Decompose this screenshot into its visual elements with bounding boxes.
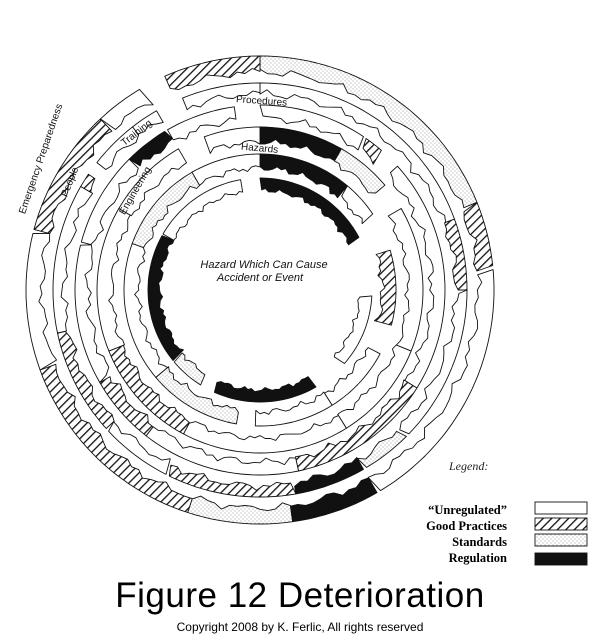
legend-label-regulation: Regulation bbox=[449, 551, 507, 565]
legend-label-unregulated: “Unregulated” bbox=[428, 503, 507, 517]
legend-label-good-practices: Good Practices bbox=[426, 519, 507, 533]
legend-title: Legend: bbox=[448, 459, 488, 473]
barrier-segment-good-practices bbox=[164, 55, 261, 90]
barrier-segment-unregulated bbox=[341, 185, 374, 225]
barrier-segment-standards bbox=[333, 148, 386, 194]
barrier-segment-unregulated bbox=[52, 186, 94, 334]
barrier-segment-good-practices bbox=[362, 138, 382, 165]
barrier-segment-unregulated bbox=[167, 106, 237, 141]
barrier-segment-unregulated bbox=[337, 344, 412, 429]
barrier-segment-regulation bbox=[259, 177, 360, 246]
barrier-segment-unregulated bbox=[399, 289, 468, 435]
ring-procedures bbox=[96, 126, 424, 454]
barrier-segment-unregulated bbox=[96, 126, 140, 170]
barrier-segment-regulation bbox=[294, 457, 364, 495]
figure-caption: Figure 12 Deterioration bbox=[115, 576, 485, 615]
barrier-segment-unregulated bbox=[333, 295, 373, 364]
center-text-line-1: Hazard Which Can Cause bbox=[200, 259, 327, 271]
barrier-segment-good-practices bbox=[463, 201, 494, 272]
ring-emergency bbox=[25, 55, 495, 525]
barrier-segment-unregulated bbox=[259, 104, 364, 151]
barrier-segment-standards bbox=[155, 366, 239, 425]
legend: Legend: “Unregulated” Good Practices Sta… bbox=[426, 459, 588, 566]
ring-hazards bbox=[147, 177, 373, 403]
legend-swatch-regulation bbox=[534, 552, 588, 566]
barrier-segment-good-practices bbox=[80, 173, 96, 193]
barrier-segment-standards bbox=[187, 495, 294, 525]
barrier-segment-unregulated bbox=[25, 232, 58, 371]
barrier-segment-good-practices bbox=[39, 363, 193, 513]
hazards-label: Hazards bbox=[241, 142, 279, 156]
barrier-segment-unregulated bbox=[99, 88, 154, 130]
copyright-notice: Copyright 2008 by K. Ferlic, All rights … bbox=[176, 620, 424, 634]
barrier-segment-good-practices bbox=[373, 249, 397, 326]
barrier-segment-unregulated bbox=[203, 126, 261, 154]
legend-swatch-unregulated bbox=[534, 501, 588, 515]
barrier-segment-good-practices bbox=[294, 379, 418, 472]
barrier-segment-unregulated bbox=[182, 82, 261, 111]
barrier-segment-unregulated bbox=[74, 244, 110, 383]
deterioration-diagram: Hazards Procedures Engineering Training … bbox=[17, 55, 588, 566]
legend-swatch-standards bbox=[534, 533, 588, 547]
barrier-segment-unregulated bbox=[191, 153, 261, 186]
legend-label-standards: Standards bbox=[452, 535, 507, 549]
procedures-label: Procedures bbox=[236, 94, 288, 109]
barrier-segment-unregulated bbox=[118, 148, 188, 217]
barrier-segment-good-practices bbox=[444, 218, 468, 291]
legend-swatch-good-practices bbox=[534, 517, 588, 531]
barrier-segment-unregulated bbox=[162, 179, 244, 241]
center-text-line-2: Accident or Event bbox=[216, 272, 304, 284]
ring-people bbox=[52, 82, 468, 498]
barrier-segment-good-practices bbox=[33, 118, 113, 235]
barrier-segment-standards bbox=[173, 352, 206, 386]
barrier-segment-unregulated bbox=[367, 269, 495, 492]
barrier-segment-unregulated bbox=[80, 158, 139, 246]
barrier-segment-unregulated bbox=[132, 110, 164, 135]
barrier-segment-regulation bbox=[259, 153, 348, 199]
barrier-rings bbox=[25, 55, 495, 525]
barrier-segment-good-practices bbox=[99, 376, 154, 437]
barrier-segment-regulation bbox=[147, 235, 184, 361]
ring-engineering bbox=[123, 153, 397, 427]
barrier-segment-unregulated bbox=[254, 391, 333, 427]
barrier-segment-good-practices bbox=[168, 464, 297, 498]
barrier-segment-regulation bbox=[213, 376, 317, 403]
barrier-segment-standards bbox=[259, 55, 478, 209]
ring-training bbox=[74, 104, 446, 476]
